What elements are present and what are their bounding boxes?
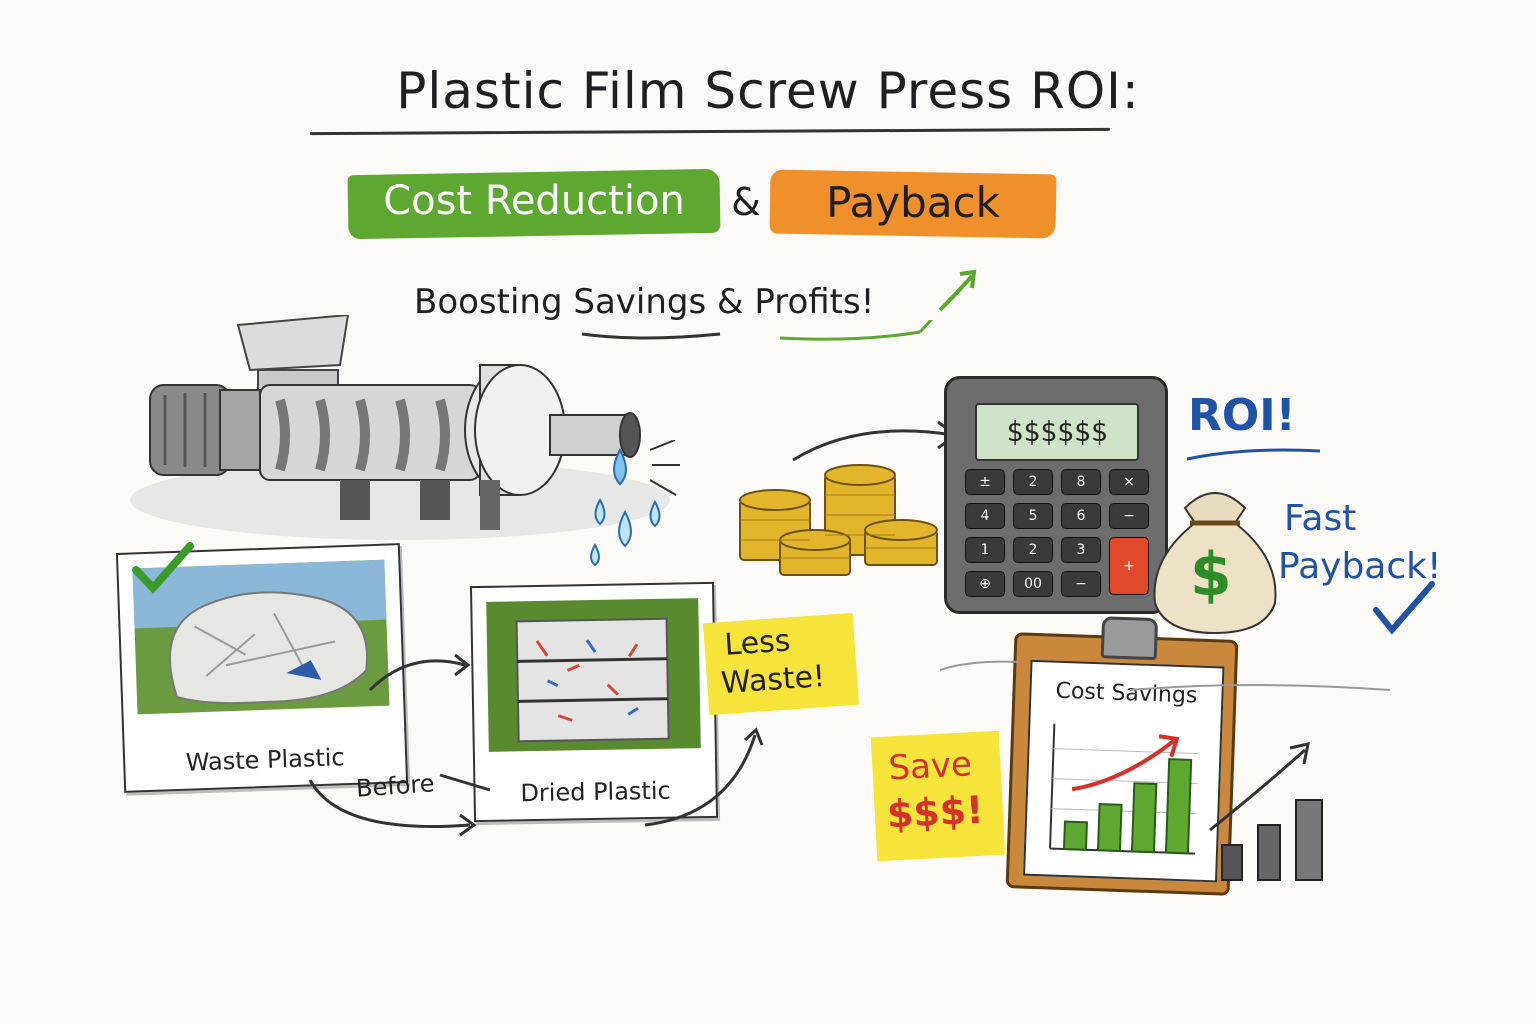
roi-label: ROI!	[1188, 390, 1296, 441]
dried-plastic-photo: Dried Plastic	[469, 581, 719, 823]
less-waste-note: Less Waste!	[702, 612, 860, 716]
save-label: Save	[887, 744, 973, 789]
less-waste-line2: Waste!	[720, 659, 827, 702]
waste-plastic-image	[132, 559, 390, 715]
calc-key: 5	[1013, 503, 1053, 529]
cost-savings-bar-chart	[1049, 723, 1199, 855]
arrow-to-calculator	[792, 420, 959, 462]
growth-bars-icon	[1209, 742, 1323, 881]
title-underline	[309, 127, 1111, 136]
calc-key: 6	[1061, 503, 1101, 529]
calc-key: 00	[1013, 571, 1053, 597]
checkmark-icon	[132, 542, 194, 594]
calc-key: 2	[1013, 469, 1053, 495]
calc-key: 2	[1013, 537, 1053, 563]
tagline: Boosting Savings & Profits!	[414, 282, 875, 322]
before-label: Before	[355, 769, 436, 803]
save-money-note: Save $$$!	[870, 730, 1006, 862]
subtitle-cost-reduction: Cost Reduction	[383, 178, 685, 224]
waste-plastic-photo: Waste Plastic	[115, 543, 409, 793]
calc-key: −	[1109, 503, 1149, 529]
calc-key: ×	[1109, 469, 1149, 495]
screw-press-machine	[130, 315, 670, 540]
calculator-display: $$$$$$	[975, 403, 1139, 461]
clipboard-paper: Cost Savings	[1023, 659, 1225, 883]
calc-key: 1	[965, 537, 1005, 563]
calculator-keypad: ± 2 8 × 4 5 6 − 1 2 3 + ⊕ 00 −	[965, 469, 1150, 597]
calc-key-plus: +	[1109, 537, 1149, 595]
money-bag-icon	[1153, 492, 1277, 635]
process-arrows	[308, 653, 764, 837]
page-title: Plastic Film Screw Press ROI:	[396, 62, 1140, 120]
less-waste-line1: Less	[723, 623, 792, 663]
money-bag-dollar: $	[1190, 540, 1232, 610]
savings-bar	[1096, 803, 1123, 853]
sketch-lines	[939, 660, 1391, 691]
roi-underline	[1186, 448, 1321, 461]
blue-checkmark-icon	[1373, 581, 1435, 635]
savings-bar	[1130, 782, 1158, 854]
calc-key: −	[1061, 571, 1101, 597]
clipboard: Cost Savings	[1005, 616, 1239, 896]
calc-key: ±	[965, 469, 1005, 495]
payback-label: Payback!	[1278, 546, 1442, 587]
calc-key: 4	[965, 503, 1005, 529]
fast-label: Fast	[1284, 498, 1357, 539]
subtitle-payback: Payback	[826, 178, 1000, 227]
tagline-arrow-icon	[938, 269, 977, 312]
waste-plastic-bale-icon	[132, 559, 387, 705]
calc-key: 8	[1061, 469, 1101, 495]
calculator: $$$$$$ ± 2 8 × 4 5 6 − 1 2 3 + ⊕ 00 −	[944, 376, 1168, 614]
calc-key: 3	[1061, 537, 1101, 563]
tagline-underlines	[581, 320, 933, 341]
dried-plastic-bale-icon	[515, 617, 670, 743]
calc-key: ⊕	[965, 571, 1005, 597]
save-dollars-label: $$$!	[885, 787, 985, 837]
subtitle-ampersand: &	[731, 180, 761, 224]
dried-plastic-image	[486, 598, 701, 752]
savings-bar	[1062, 820, 1088, 851]
gold-coins-icon	[739, 464, 938, 576]
savings-bar	[1164, 758, 1193, 855]
water-drops-icon	[590, 440, 680, 567]
